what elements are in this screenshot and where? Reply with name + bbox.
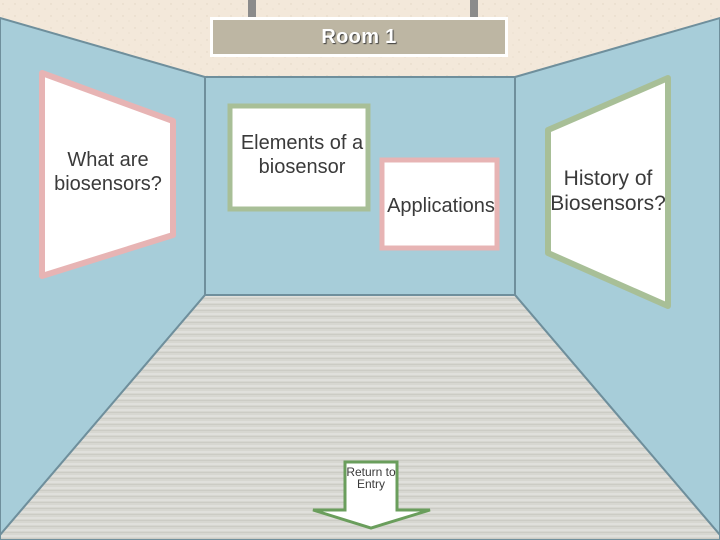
ceiling-rod-left (248, 0, 256, 18)
exhibit-label-what-are-biosensors[interactable]: What are biosensors? (54, 149, 162, 195)
exhibit-label-elements[interactable]: Elements of a biosensor (240, 132, 364, 178)
return-to-entry-button[interactable]: Return to Entry (346, 465, 396, 491)
exhibit-label-applications[interactable]: Applications (387, 195, 495, 217)
left-exhibit-frame[interactable] (39, 70, 176, 279)
applications-exhibit-frame[interactable] (379, 157, 500, 251)
right-exhibit-frame[interactable] (545, 75, 671, 309)
ceiling-rod-right (470, 0, 478, 18)
return-arrow-icon[interactable] (312, 460, 431, 530)
room-title: Room 1 (210, 17, 508, 57)
center-exhibit-frame[interactable] (227, 103, 371, 212)
exhibit-label-history[interactable]: History of Biosensors? (550, 167, 666, 216)
floor (0, 294, 720, 540)
